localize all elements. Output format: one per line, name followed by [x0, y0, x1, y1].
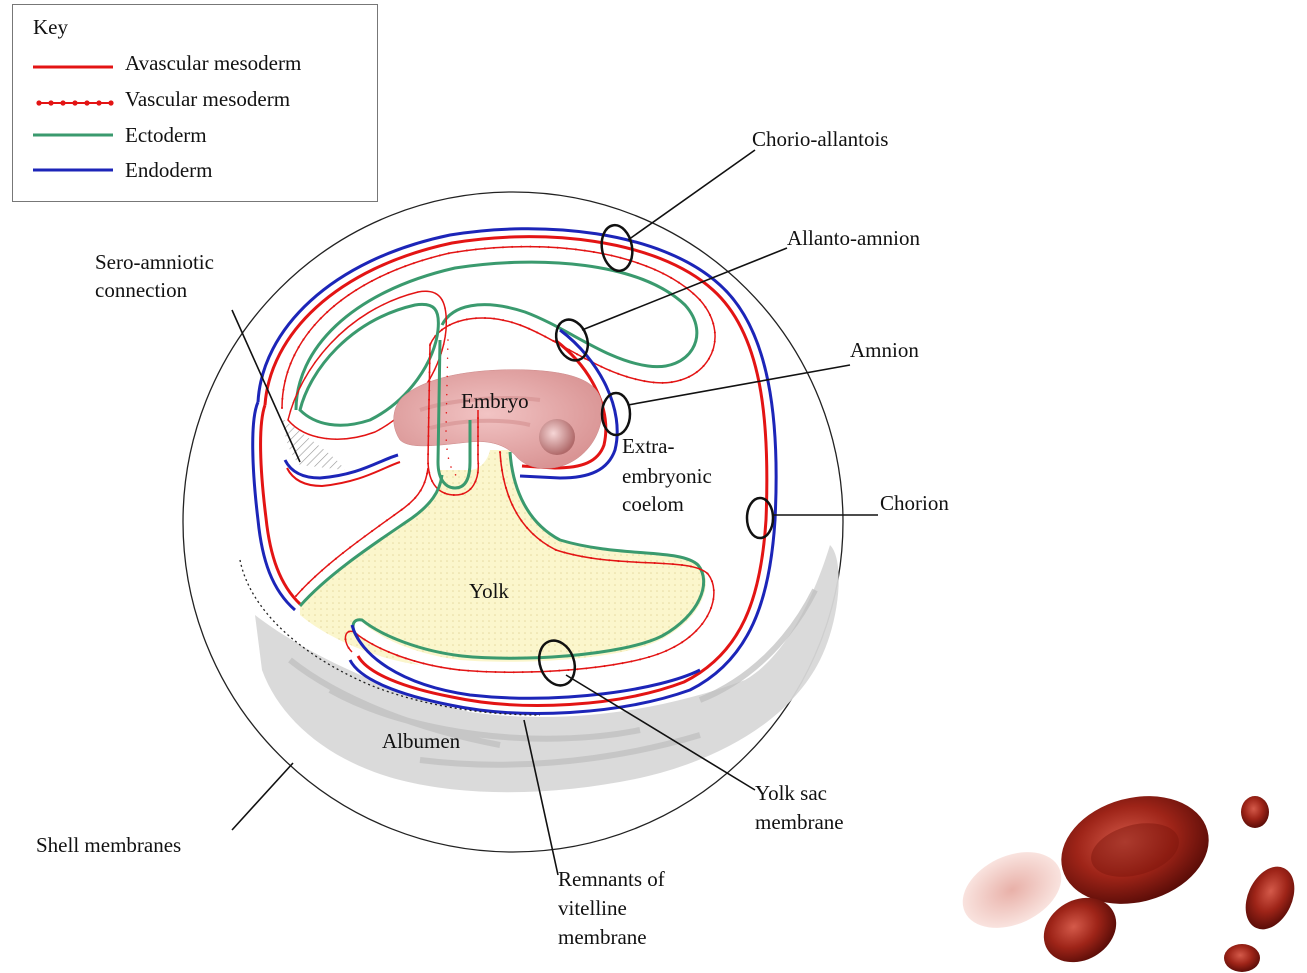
- endoderm-line-swatch: [31, 156, 115, 186]
- label-albumen: Albumen: [382, 729, 461, 753]
- callout-chorion: [747, 498, 773, 538]
- blood-cells-decoration: [951, 780, 1304, 973]
- label-allanto-amnion: Allanto-amnion: [787, 226, 920, 250]
- label-sero-amniotic-2: connection: [95, 278, 188, 302]
- key-label-vascular: Vascular mesoderm: [125, 87, 290, 112]
- label-amnion: Amnion: [850, 338, 919, 362]
- key-title: Key: [33, 15, 68, 40]
- label-extra-3: coelom: [622, 492, 684, 516]
- avascular-line-swatch: [31, 49, 115, 79]
- label-chorio-allantois: Chorio-allantois: [752, 127, 888, 151]
- key-label-endoderm: Endoderm: [125, 158, 212, 183]
- label-chorion: Chorion: [880, 491, 949, 515]
- label-extra-1: Extra-: [622, 434, 674, 458]
- label-yolk-sac-2: membrane: [755, 810, 844, 834]
- label-remnants-1: Remnants of: [558, 867, 665, 891]
- label-sero-amniotic-1: Sero-amniotic: [95, 250, 214, 274]
- label-remnants-2: vitelline: [558, 896, 627, 920]
- key-label-ectoderm: Ectoderm: [125, 123, 207, 148]
- label-yolk: Yolk: [469, 579, 509, 603]
- key-item-ectoderm: Ectoderm: [13, 121, 377, 151]
- label-remnants-3: membrane: [558, 925, 647, 949]
- label-extra-2: embryonic: [622, 464, 712, 488]
- ectoderm-line-swatch: [31, 121, 115, 151]
- key-label-avascular: Avascular mesoderm: [125, 51, 301, 76]
- label-shell-membranes: Shell membranes: [36, 833, 181, 857]
- key-legend: Key Avascular mesoderm Vascular mesoderm…: [12, 4, 378, 202]
- embryo-head: [539, 419, 575, 455]
- label-yolk-sac-1: Yolk sac: [755, 781, 827, 805]
- key-item-endoderm: Endoderm: [13, 156, 377, 186]
- vascular-line-swatch: [31, 85, 115, 115]
- key-item-vascular-mesoderm: Vascular mesoderm: [13, 85, 377, 115]
- label-embryo: Embryo: [461, 389, 529, 413]
- key-item-avascular-mesoderm: Avascular mesoderm: [13, 49, 377, 79]
